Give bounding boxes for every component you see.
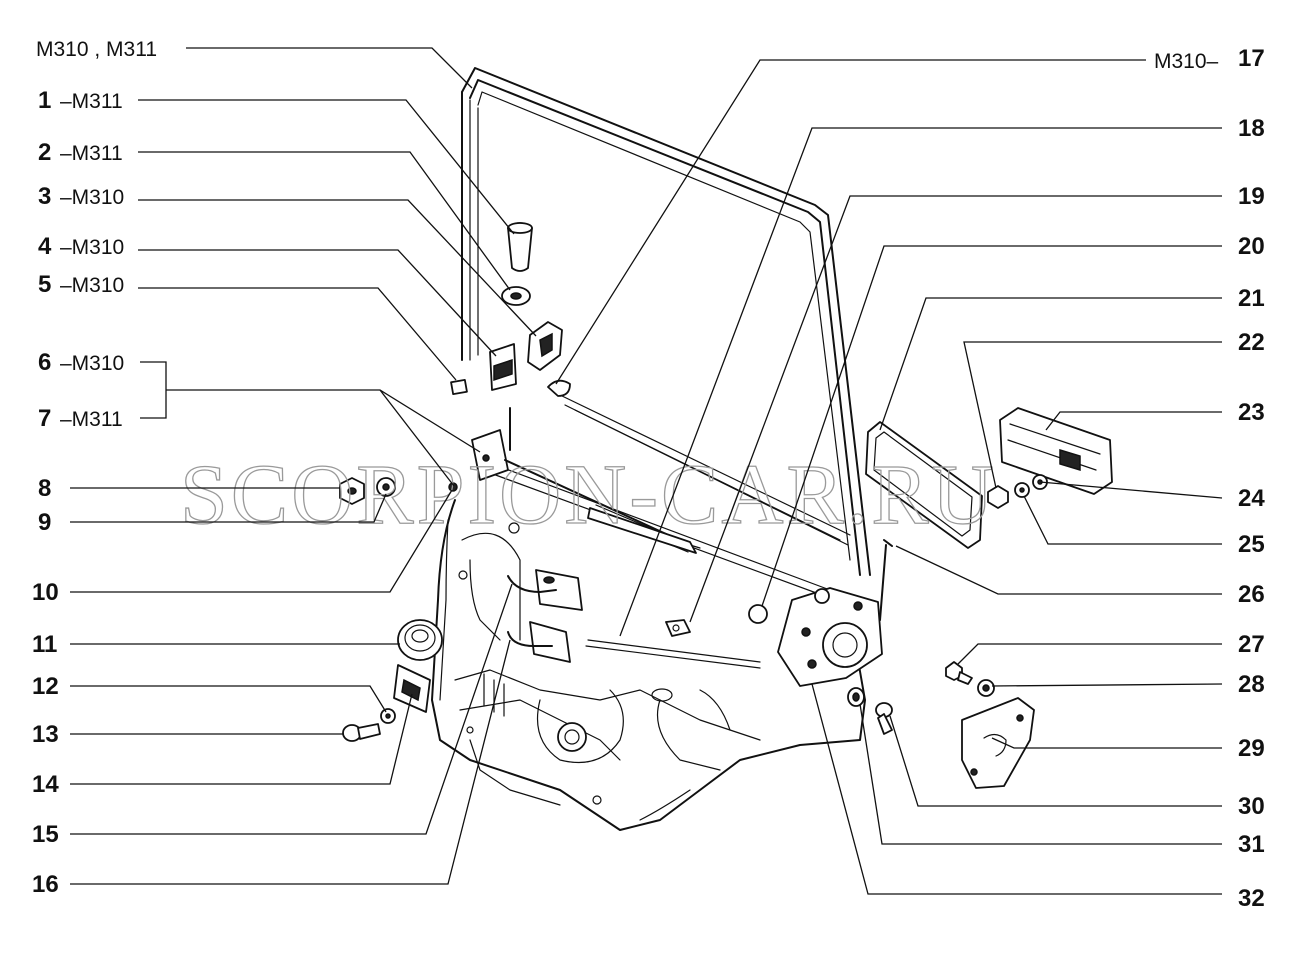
callout-number: 30 xyxy=(1238,793,1265,820)
callout-code: –M310 xyxy=(60,186,124,209)
callout-code: –M311 xyxy=(60,142,123,165)
callout-number: 11 xyxy=(32,631,57,658)
door-frame xyxy=(461,67,871,576)
callout-number: 20 xyxy=(1238,233,1265,260)
part-2-washer xyxy=(501,286,531,306)
part-30-screw xyxy=(875,702,893,735)
callout-number: 1 xyxy=(38,87,51,114)
part-9-star-washer xyxy=(376,477,396,497)
callout-code: –M311 xyxy=(60,90,123,113)
callout-number: 7 xyxy=(38,405,51,432)
callout-number: 29 xyxy=(1238,735,1265,762)
part-12-washer xyxy=(380,708,396,724)
part-15-inner-handle xyxy=(507,569,583,611)
callout-number: 23 xyxy=(1238,399,1265,426)
part-14-escutcheon xyxy=(393,664,431,713)
right-callouts: M310– 17 18 19 20 21 22 23 24 25 26 27 2… xyxy=(1154,45,1265,912)
callout-number: 9 xyxy=(38,509,51,536)
watermark-text: SCORPION-CAR.RU xyxy=(180,446,997,542)
left-callouts: 1 –M311 2 –M311 3 –M310 4 –M310 5 –M310 … xyxy=(32,87,124,898)
callout-number: 16 xyxy=(32,871,59,898)
callout-number: 27 xyxy=(1238,631,1265,658)
callout-number: 12 xyxy=(32,673,59,700)
callout-number: 2 xyxy=(38,139,51,166)
callout-number: 5 xyxy=(38,271,51,298)
callout-number: 14 xyxy=(32,771,59,798)
callout-number: 28 xyxy=(1238,671,1265,698)
callout-code: –M310 xyxy=(60,274,124,297)
part-8-grommet xyxy=(339,477,365,505)
callout-code: M310– xyxy=(1154,50,1219,73)
part-29-striker xyxy=(961,697,1035,789)
callout-number: 18 xyxy=(1238,115,1265,142)
callout-code: –M310 xyxy=(60,236,124,259)
callout-number: 32 xyxy=(1238,885,1265,912)
part-20-bumper xyxy=(748,604,768,624)
callout-number: 21 xyxy=(1238,285,1265,312)
part-11-plug xyxy=(397,619,443,661)
part-32-lock xyxy=(777,539,893,687)
part-3-bracket xyxy=(527,321,563,371)
part-13-screw xyxy=(342,723,381,742)
part-22-nut xyxy=(987,485,1009,509)
part-17-clip xyxy=(547,379,571,397)
part-4-guide xyxy=(489,343,517,391)
callout-number: 3 xyxy=(38,183,51,210)
callout-number: 4 xyxy=(38,233,52,260)
part-16-lever xyxy=(507,621,571,663)
part-31-bushing xyxy=(847,687,865,707)
callout-number: 17 xyxy=(1238,45,1265,72)
part-1-lock-knob xyxy=(507,222,533,272)
callout-number: 13 xyxy=(32,721,59,748)
callout-number: 26 xyxy=(1238,581,1265,608)
door-inner-panel xyxy=(431,459,866,831)
header-label: M310 , M311 xyxy=(36,38,157,61)
leader-lines xyxy=(70,47,1223,895)
callout-number: 15 xyxy=(32,821,59,848)
part-28-washer xyxy=(977,679,995,697)
callout-number: 6 xyxy=(38,349,51,376)
part-27-bolt xyxy=(945,661,973,685)
callout-number: 22 xyxy=(1238,329,1265,356)
callout-number: 31 xyxy=(1238,831,1265,858)
callout-code: –M311 xyxy=(60,408,123,431)
callout-number: 24 xyxy=(1238,485,1265,512)
callout-number: 10 xyxy=(32,579,59,606)
part-21-gasket xyxy=(865,421,983,549)
part-5-clip xyxy=(450,378,468,396)
callout-number: 19 xyxy=(1238,183,1265,210)
callout-number: 8 xyxy=(38,475,51,502)
callout-code: –M310 xyxy=(60,352,124,375)
part-10-clip xyxy=(448,482,458,492)
callout-number: 25 xyxy=(1238,531,1265,558)
part-23-outer-handle xyxy=(999,407,1113,495)
part-25-washer xyxy=(1014,482,1030,498)
part-19-rod-clip xyxy=(665,619,691,637)
